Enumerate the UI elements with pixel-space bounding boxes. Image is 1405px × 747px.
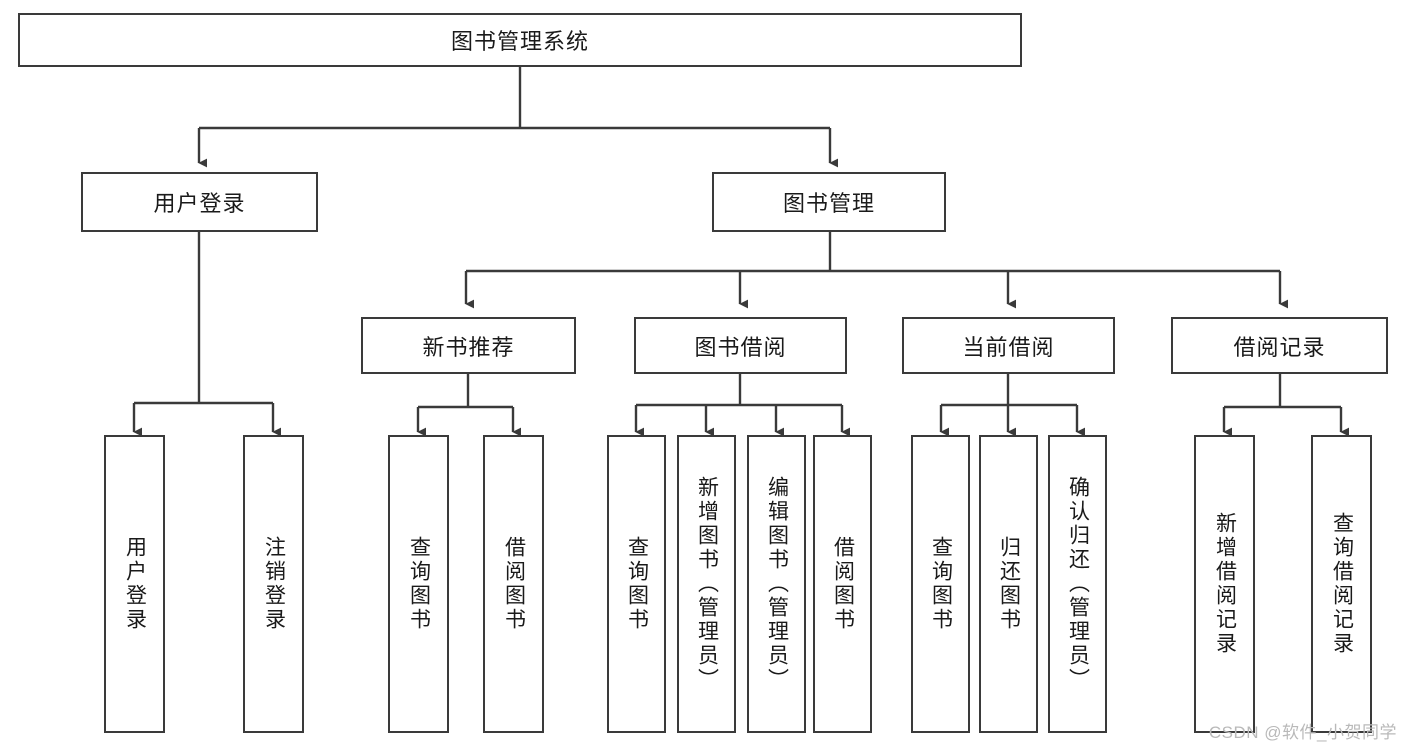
watermark-text: CSDN @软件_小贺同学 bbox=[1208, 723, 1397, 742]
leaf-user-login[interactable]: 用户登录 bbox=[104, 435, 165, 733]
node-borrow-record[interactable]: 借阅记录 bbox=[1171, 317, 1388, 374]
leaf-add-borrow-record[interactable]: 新增借阅记录 bbox=[1194, 435, 1255, 733]
node-label: 确认归还（管理员） bbox=[1066, 476, 1090, 692]
node-label: 当前借阅 bbox=[962, 334, 1055, 360]
node-book-manage[interactable]: 图书管理 bbox=[712, 172, 946, 232]
leaf-confirm-return[interactable]: 确认归还（管理员） bbox=[1048, 435, 1107, 733]
node-label: 查询图书 bbox=[625, 536, 649, 632]
node-label: 借阅记录 bbox=[1233, 334, 1326, 360]
node-new-book-recommend[interactable]: 新书推荐 bbox=[361, 317, 576, 374]
node-book-borrow[interactable]: 图书借阅 bbox=[634, 317, 847, 374]
leaf-borrow-book-1[interactable]: 借阅图书 bbox=[483, 435, 544, 733]
node-label: 查询图书 bbox=[407, 536, 431, 632]
node-label: 用户登录 bbox=[153, 191, 246, 216]
leaf-query-book-2[interactable]: 查询图书 bbox=[607, 435, 666, 733]
node-label: 新增图书（管理员） bbox=[695, 476, 719, 692]
node-label: 编辑图书（管理员） bbox=[765, 476, 789, 692]
node-label: 查询图书 bbox=[929, 536, 953, 632]
leaf-borrow-book-2[interactable]: 借阅图书 bbox=[813, 435, 872, 733]
node-user-login[interactable]: 用户登录 bbox=[81, 172, 318, 232]
node-label: 图书借阅 bbox=[694, 334, 787, 360]
node-current-borrow[interactable]: 当前借阅 bbox=[902, 317, 1115, 374]
node-label: 注销登录 bbox=[262, 536, 286, 632]
leaf-query-book-1[interactable]: 查询图书 bbox=[388, 435, 449, 733]
node-label: 图书管理系统 bbox=[450, 29, 589, 54]
leaf-query-book-3[interactable]: 查询图书 bbox=[911, 435, 970, 733]
node-label: 用户登录 bbox=[123, 536, 147, 632]
leaf-logout-login[interactable]: 注销登录 bbox=[243, 435, 304, 733]
leaf-add-book[interactable]: 新增图书（管理员） bbox=[677, 435, 736, 733]
node-label: 归还图书 bbox=[997, 536, 1021, 632]
node-book-management-system[interactable]: 图书管理系统 bbox=[18, 13, 1022, 67]
leaf-return-book[interactable]: 归还图书 bbox=[979, 435, 1038, 733]
node-label: 借阅图书 bbox=[502, 536, 526, 632]
leaf-edit-book[interactable]: 编辑图书（管理员） bbox=[747, 435, 806, 733]
node-label: 查询借阅记录 bbox=[1330, 512, 1354, 656]
node-label: 图书管理 bbox=[782, 191, 875, 216]
node-label: 借阅图书 bbox=[831, 536, 855, 632]
node-label: 新书推荐 bbox=[422, 334, 515, 360]
node-label: 新增借阅记录 bbox=[1213, 512, 1237, 656]
leaf-query-borrow-record[interactable]: 查询借阅记录 bbox=[1311, 435, 1372, 733]
